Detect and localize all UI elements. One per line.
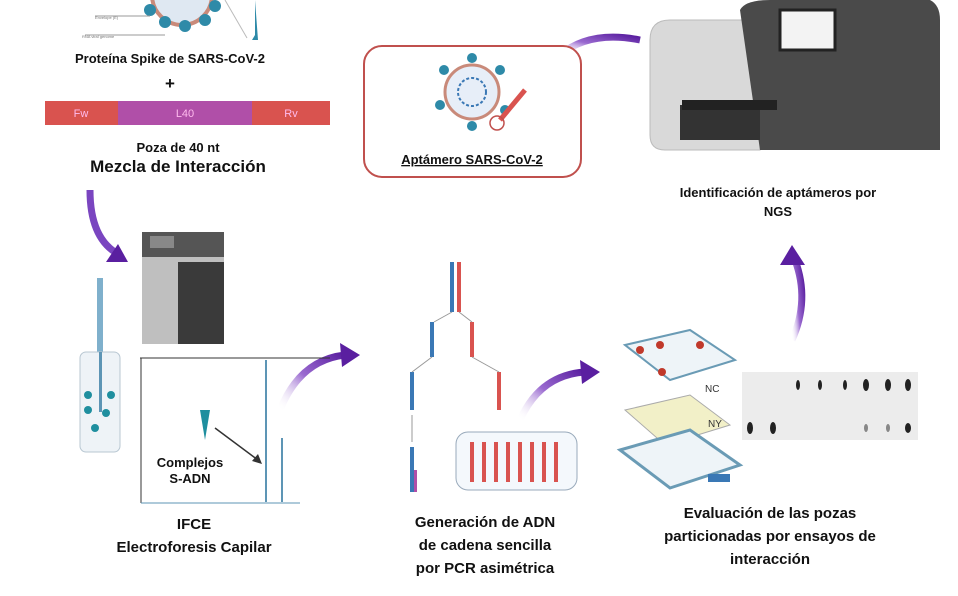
coronavirus-icon: Envelope (E) RNA viral genome xyxy=(82,0,258,40)
aptamer-panel: Aptámero SARS-CoV-2 xyxy=(363,45,582,178)
vial-icon xyxy=(79,278,121,453)
complex-label-1: Complejos xyxy=(157,455,223,470)
ny-label: NY xyxy=(708,419,722,430)
virus-label-rna: RNA viral genome xyxy=(82,34,115,39)
pool-bar: Fw L40 Rv xyxy=(45,101,330,125)
pcr-label-3: por PCR asimétrica xyxy=(416,560,555,577)
arrow-to-pcr xyxy=(276,351,346,412)
aptamer-label: Aptámero SARS-CoV-2 xyxy=(401,152,543,167)
dot-blot-image xyxy=(742,372,918,440)
segment-l40: L40 xyxy=(176,108,194,120)
complex-label-2: S-ADN xyxy=(169,471,210,486)
segment-fw: Fw xyxy=(74,108,89,120)
plus-sign: + xyxy=(165,74,175,93)
arrow-to-blot xyxy=(516,368,586,422)
virus-label-envelope: Envelope (E) xyxy=(95,15,119,20)
blot-label-2: particionadas por ensayos de xyxy=(664,528,876,545)
pcr-label-2: de cadena sencilla xyxy=(419,537,552,554)
virus-aptamer-icon xyxy=(435,53,527,131)
blot-label-1: Evaluación de las pozas xyxy=(684,505,857,522)
ngs-label-2: NGS xyxy=(764,204,793,219)
arrow-to-ngs xyxy=(788,258,806,342)
ngs-label-1: Identificación de aptámeros por xyxy=(680,185,877,200)
mix-label: Mezcla de Interacción xyxy=(90,157,266,176)
ngs-sequencer-icon xyxy=(649,0,940,151)
dot-blot-apparatus-icon: NC NY xyxy=(616,328,744,490)
pool-label: Poza de 40 nt xyxy=(136,140,220,155)
spike-title: Proteína Spike de SARS-CoV-2 xyxy=(75,51,265,66)
complex-icon xyxy=(200,410,210,440)
ifce-title: IFCE xyxy=(177,516,211,533)
blot-label-3: interacción xyxy=(730,551,810,568)
pcr-strands-icon xyxy=(410,262,578,492)
nc-label: NC xyxy=(705,384,719,395)
electropherogram: Complejos S-ADN xyxy=(140,357,330,504)
segment-rv: Rv xyxy=(284,108,298,120)
ifce-subtitle: Electroforesis Capilar xyxy=(116,539,271,556)
pcr-label-1: Generación de ADN xyxy=(415,514,555,531)
capillary-instrument-icon xyxy=(142,232,224,344)
arrow-to-ifce xyxy=(86,189,122,259)
